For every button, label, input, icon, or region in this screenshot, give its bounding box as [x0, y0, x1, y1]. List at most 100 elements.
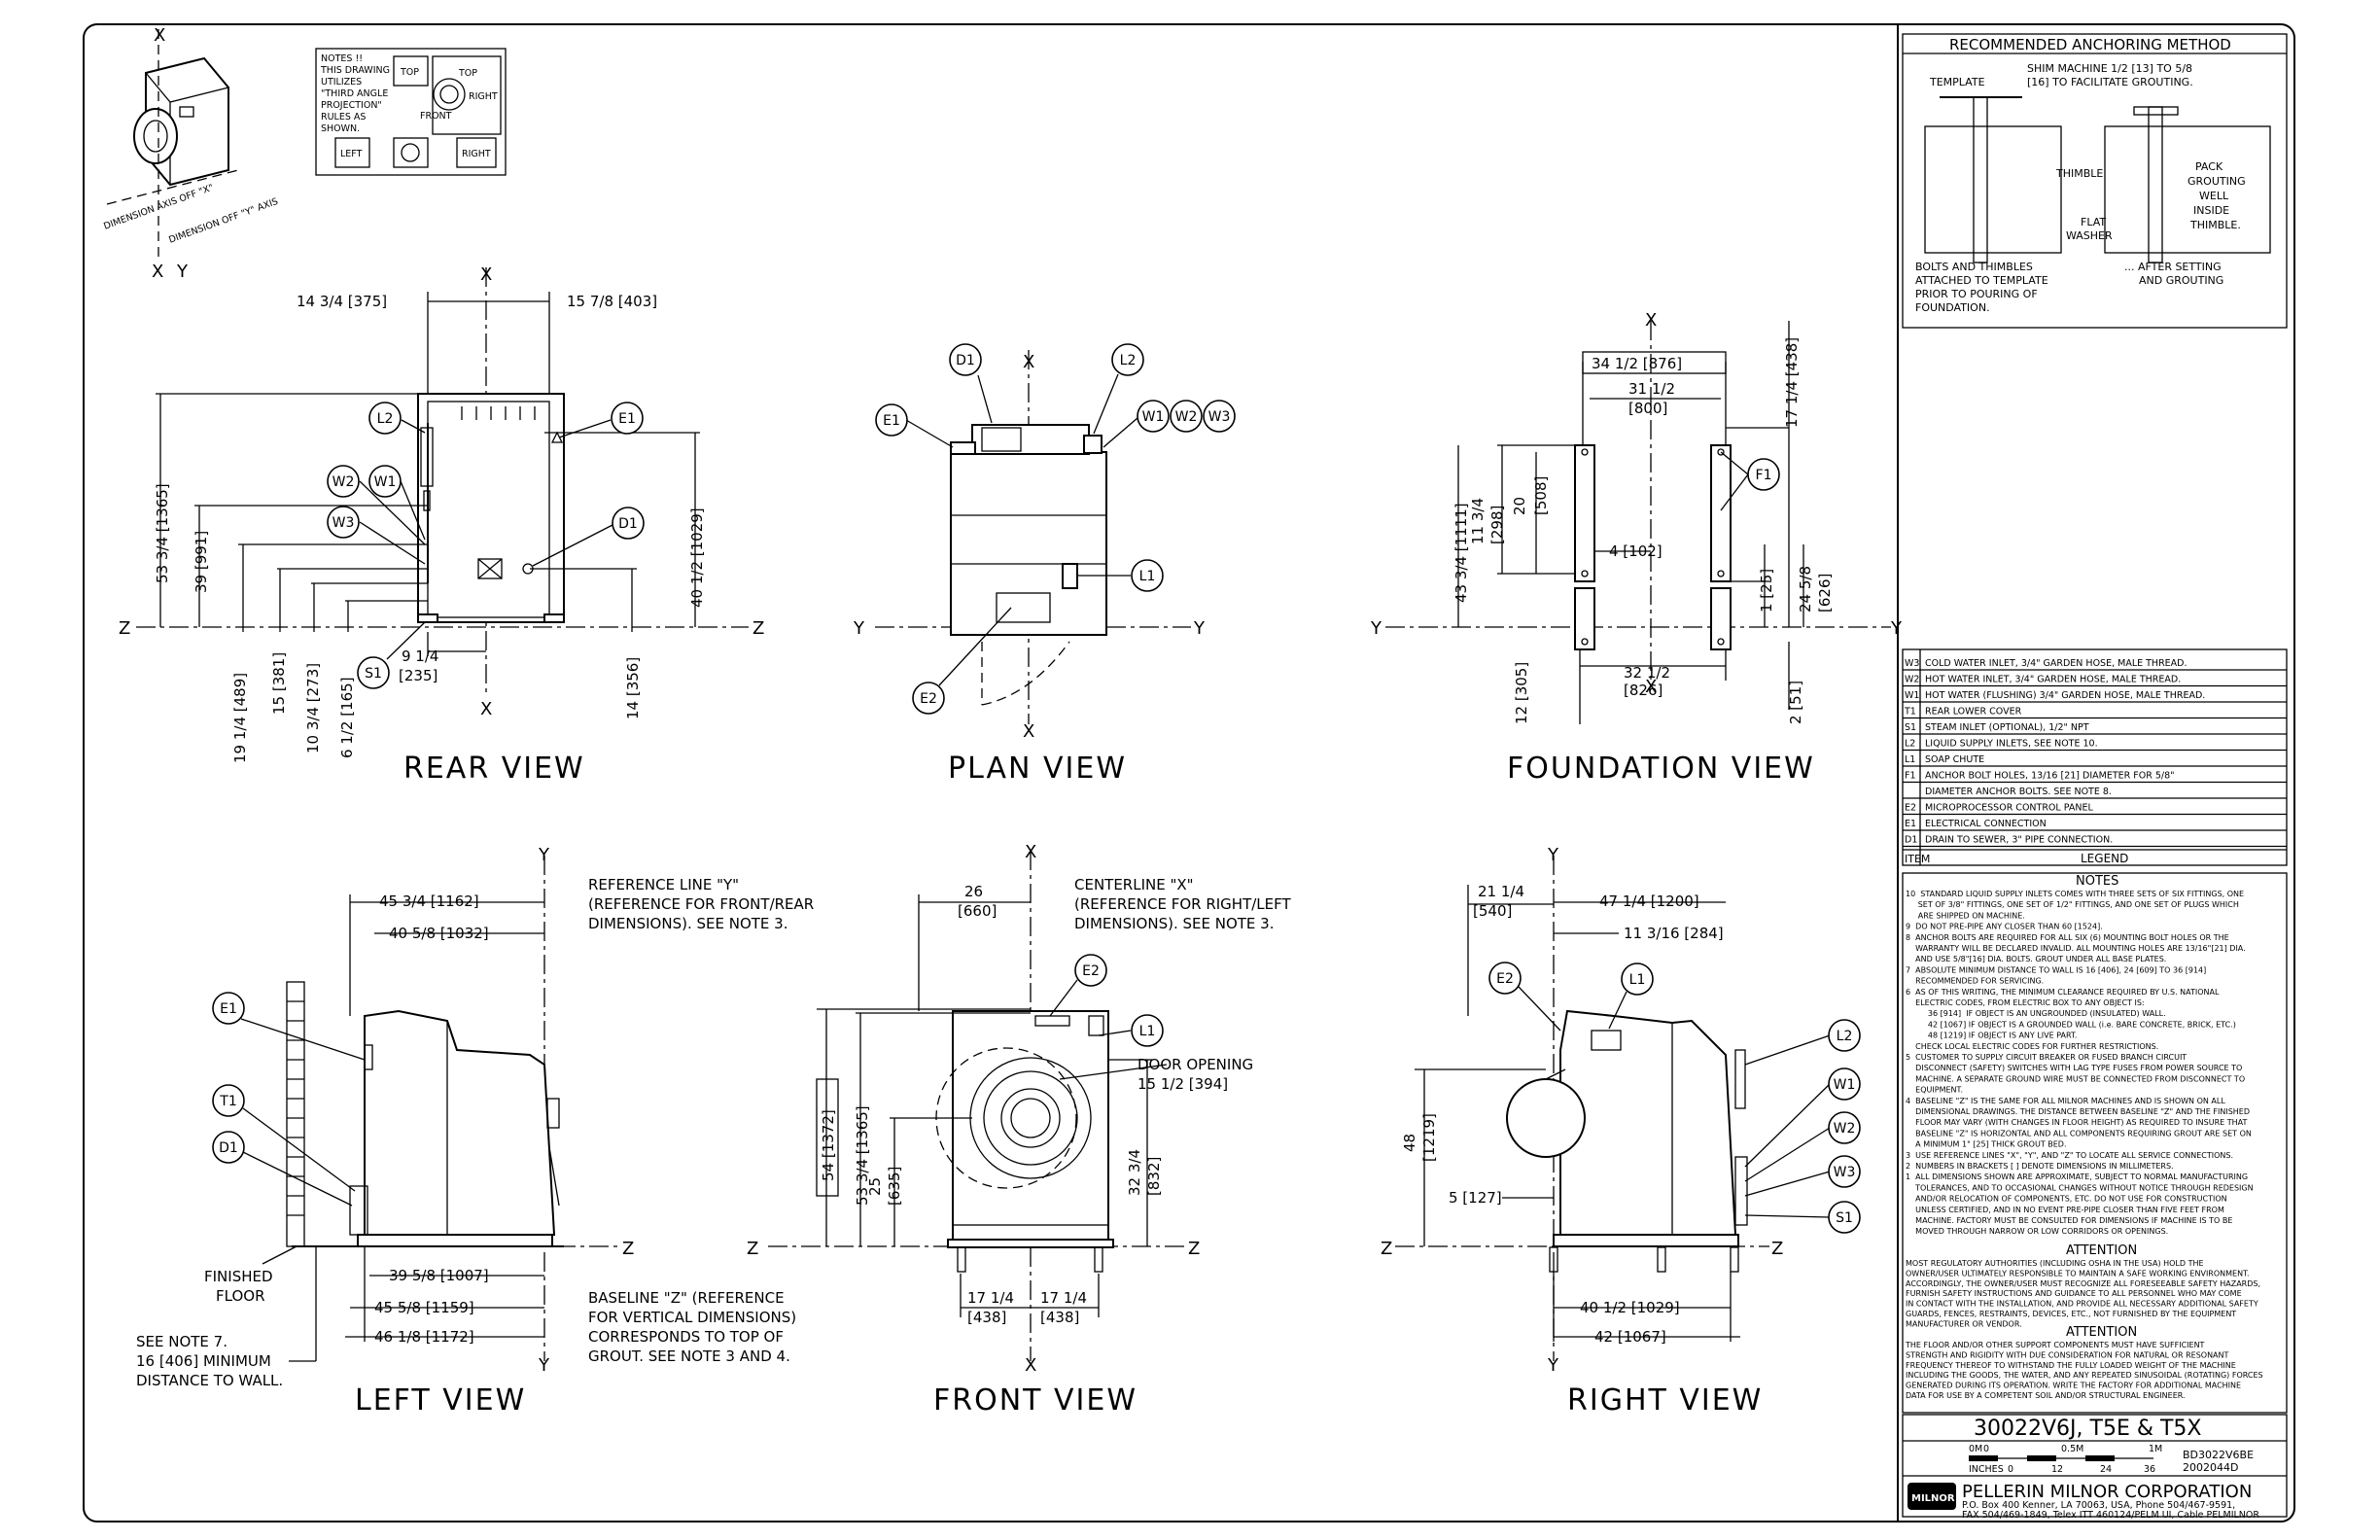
scale-1m: 1M — [2149, 1444, 2162, 1454]
attention-1-line: ACCORDINGLY, THE OWNER/USER MUST RECOGNI… — [1906, 1279, 2260, 1288]
anchor-after-1: ... AFTER SETTING — [2124, 261, 2222, 273]
milnor-logo: MILNOR — [1908, 1483, 1956, 1510]
note-line: DIMENSIONAL DRAWINGS. THE DISTANCE BETWE… — [1906, 1107, 2250, 1116]
plan-bubble-e2: E2 — [912, 607, 1012, 715]
right-bubble-w3: W3 — [1744, 1155, 1861, 1197]
note-line: DISCONNECT (SAFETY) SWITCHES WITH LAG TY… — [1906, 1064, 2242, 1072]
note-line: SET OF 3/8" FITTINGS, ONE SET OF 1/2" FI… — [1906, 900, 2239, 909]
fnd-dim-d6: 4 [102] — [1609, 542, 1662, 560]
right-view-title: RIGHT VIEW — [1567, 1383, 1763, 1418]
proj-line-4: PROJECTION" — [321, 100, 382, 111]
fnd-dim-d10: 12 [305] — [1513, 662, 1530, 724]
model-number: 30022V6J, T5E & T5X — [1974, 1417, 2202, 1441]
legend-item-code: E2 — [1905, 803, 1916, 814]
isometric-sketch: X X Y DIMENSION AXIS OFF "X" DIMENSION O… — [102, 25, 279, 282]
attention-1-line: GUARDS, FENCES, RESTRAINTS, DEVICES, ETC… — [1906, 1310, 2236, 1318]
rear-x-bottom: X — [480, 699, 492, 719]
svg-text:L1: L1 — [1139, 1024, 1156, 1039]
foundation-view: X X Y Y 34 1/2 [876] 31 1/2 [800] 17 1/4… — [1370, 310, 1903, 786]
sheet-border — [83, 23, 2295, 1522]
left-dim-d1: 45 3/4 [1162] — [379, 892, 479, 910]
legend-head-item: ITEM — [1905, 853, 1930, 865]
svg-text:W3: W3 — [1208, 409, 1231, 425]
anchor-after-2: AND GROUTING — [2139, 274, 2223, 287]
proj-line-1: THIS DRAWING — [320, 65, 390, 76]
left-bubble-d1: D1 — [212, 1131, 353, 1207]
attention-2-line: DATA FOR USE BY A COMPETENT SOIL AND/OR … — [1906, 1391, 2186, 1400]
brick-wall — [286, 981, 305, 1247]
legend-item-text: STEAM INLET (OPTIONAL), 1/2" NPT — [1925, 722, 2089, 733]
fnd-bubble-f1: F1 — [1720, 451, 1780, 511]
front-cl-2: (REFERENCE FOR RIGHT/LEFT — [1074, 895, 1291, 913]
plan-bubble-l1: L1 — [1077, 559, 1164, 592]
plan-view: X X Y Y D1 L2 E1 W1 W2 W3 L1 E2 PLAN VIE… — [853, 343, 1236, 786]
attention-1-line: FURNISH SAFETY INSTRUCTIONS AND GUIDANCE… — [1906, 1289, 2242, 1298]
fnd-dim-d1: 34 1/2 [876] — [1592, 355, 1682, 372]
legend-item-code: D1 — [1905, 835, 1917, 846]
scale-in-0: 0 — [2008, 1464, 2013, 1475]
svg-text:L2: L2 — [377, 411, 394, 427]
note-line: MACHINE. FACTORY MUST BE CONSULTED FOR D… — [1906, 1216, 2232, 1225]
left-base-4: GROUT. SEE NOTE 3 AND 4. — [588, 1348, 790, 1365]
svg-text:E1: E1 — [220, 1001, 237, 1017]
plan-bubble-e1: E1 — [875, 403, 954, 448]
attention-1-line: OWNER/USER ULTIMATELY RESPONSIBLE TO MAI… — [1906, 1269, 2250, 1278]
right-dim-h1: 48 — [1401, 1134, 1418, 1152]
svg-text:W2: W2 — [1175, 409, 1198, 425]
fnd-dim-d5: 20 — [1511, 497, 1528, 515]
anchor-pack-4: INSIDE — [2193, 204, 2229, 217]
legend-item-code: W1 — [1905, 690, 1919, 701]
scale-0: 0 — [1983, 1444, 1989, 1454]
svg-text:S1: S1 — [365, 666, 382, 682]
svg-text:D1: D1 — [956, 353, 975, 368]
right-y-top: Y — [1547, 845, 1559, 865]
front-dim-d1b: [660] — [958, 902, 997, 920]
right-anchor-bolts — [1549, 1246, 1739, 1273]
plan-bubble-d1: D1 — [949, 343, 993, 424]
anchor-shim-1: SHIM MACHINE 1/2 [13] TO 5/8 — [2027, 62, 2192, 75]
note-line: FLOOR MAY VARY (WITH CHANGES IN FLOOR HE… — [1906, 1118, 2248, 1127]
right-bubble-w1: W1 — [1744, 1068, 1861, 1168]
front-dim-h3b: [635] — [886, 1167, 903, 1206]
front-door-1: DOOR OPENING — [1138, 1056, 1253, 1073]
right-y-bottom: Y — [1547, 1355, 1559, 1376]
legend-item-text: HOT WATER (FLUSHING) 3/4" GARDEN HOSE, M… — [1925, 690, 2205, 701]
fnd-dim-d11b: [826] — [1624, 682, 1662, 699]
note-line: AND/OR RELOCATION OF COMPONENTS, ETC. DO… — [1906, 1195, 2227, 1204]
proj-top-2: TOP — [458, 68, 477, 79]
proj-right-2: RIGHT — [462, 149, 491, 159]
svg-text:S1: S1 — [1836, 1210, 1853, 1226]
left-see-1: SEE NOTE 7. — [136, 1333, 228, 1350]
rear-dim-b2: 15 [381] — [270, 652, 288, 715]
anchor-pack-3: WELL — [2199, 190, 2229, 202]
fnd-dim-d7: 43 3/4 [1111] — [1452, 503, 1470, 603]
anchor-title: RECOMMENDED ANCHORING METHOD — [1949, 36, 2231, 53]
note-line: RECOMMENDED FOR SERVICING. — [1906, 977, 2044, 986]
front-dim-w2a: 17 1/4 — [1040, 1289, 1087, 1307]
rear-dim-h3: 40 1/2 [1029] — [688, 508, 706, 608]
left-ref-2: (REFERENCE FOR FRONT/REAR — [588, 895, 814, 913]
rear-z-left: Z — [119, 618, 130, 639]
iso-y-bottom: Y — [176, 262, 189, 282]
left-base-1: BASELINE "Z" (REFERENCE — [588, 1289, 785, 1307]
note-line: 8 ANCHOR BOLTS ARE REQUIRED FOR ALL SIX … — [1906, 933, 2229, 942]
note-line: MACHINE. A SEPARATE GROUND WIRE MUST BE … — [1906, 1074, 2245, 1083]
legend-item-text: REAR LOWER COVER — [1925, 707, 2022, 718]
front-cl-3: DIMENSIONS). SEE NOTE 3. — [1074, 915, 1275, 932]
note-line: 6 AS OF THIS WRITING, THE MINIMUM CLEARA… — [1906, 988, 2220, 997]
left-y-bottom: Y — [538, 1355, 550, 1376]
plan-bubble-w1: W1 — [1102, 400, 1170, 448]
proj-top-1: TOP — [400, 67, 419, 78]
legend-item-code: L1 — [1905, 754, 1915, 765]
scale-0m: 0M — [1969, 1444, 1982, 1454]
note-line: WARRANTY WILL BE DECLARED INVALID. ALL M… — [1906, 944, 2246, 953]
rear-bubble-w2: W2 — [327, 465, 426, 545]
left-bubble-e1: E1 — [212, 992, 366, 1061]
svg-text:W1: W1 — [1142, 409, 1165, 425]
front-door-2: 15 1/2 [394] — [1138, 1075, 1228, 1093]
front-dim-w1b: [438] — [967, 1309, 1006, 1326]
front-x-bottom: X — [1025, 1355, 1036, 1376]
right-z-left: Z — [1381, 1239, 1392, 1259]
